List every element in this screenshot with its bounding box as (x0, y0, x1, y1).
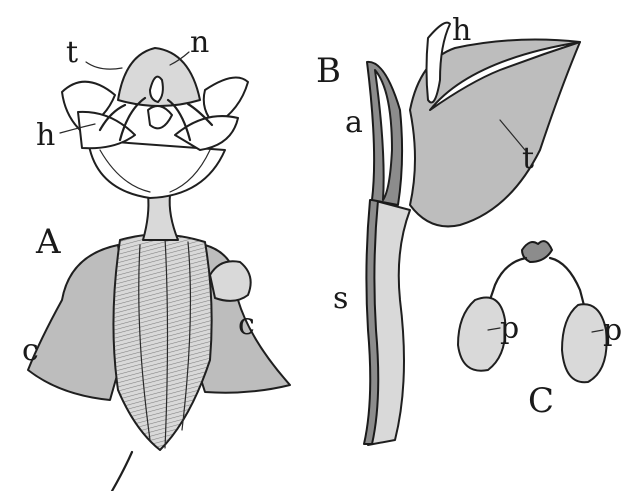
lateral-knob (210, 261, 251, 301)
label-C: C (528, 381, 554, 421)
pollinium-left (458, 298, 505, 371)
flower-stalk (112, 452, 132, 491)
label-t-A: t (66, 35, 78, 70)
label-p-left: p (500, 311, 519, 346)
label-t-B: t (522, 141, 534, 176)
corolla-hatch (113, 234, 211, 450)
flower-neck (143, 195, 178, 240)
label-c-left: c (22, 333, 39, 368)
label-a-B: a (345, 105, 363, 140)
label-h-A: h (36, 118, 55, 153)
pollinarium-C (458, 241, 607, 382)
label-c-right: c (238, 307, 255, 342)
stalk-edge-dark (364, 200, 378, 444)
label-p-right: p (603, 313, 622, 348)
label-h-B: h (452, 13, 471, 48)
flower-drawing-A (28, 48, 290, 491)
pollinium-right (562, 304, 607, 382)
label-n-A: n (190, 25, 209, 60)
label-B: B (316, 51, 341, 91)
label-A: A (35, 222, 61, 262)
label-s-B: s (333, 281, 348, 316)
